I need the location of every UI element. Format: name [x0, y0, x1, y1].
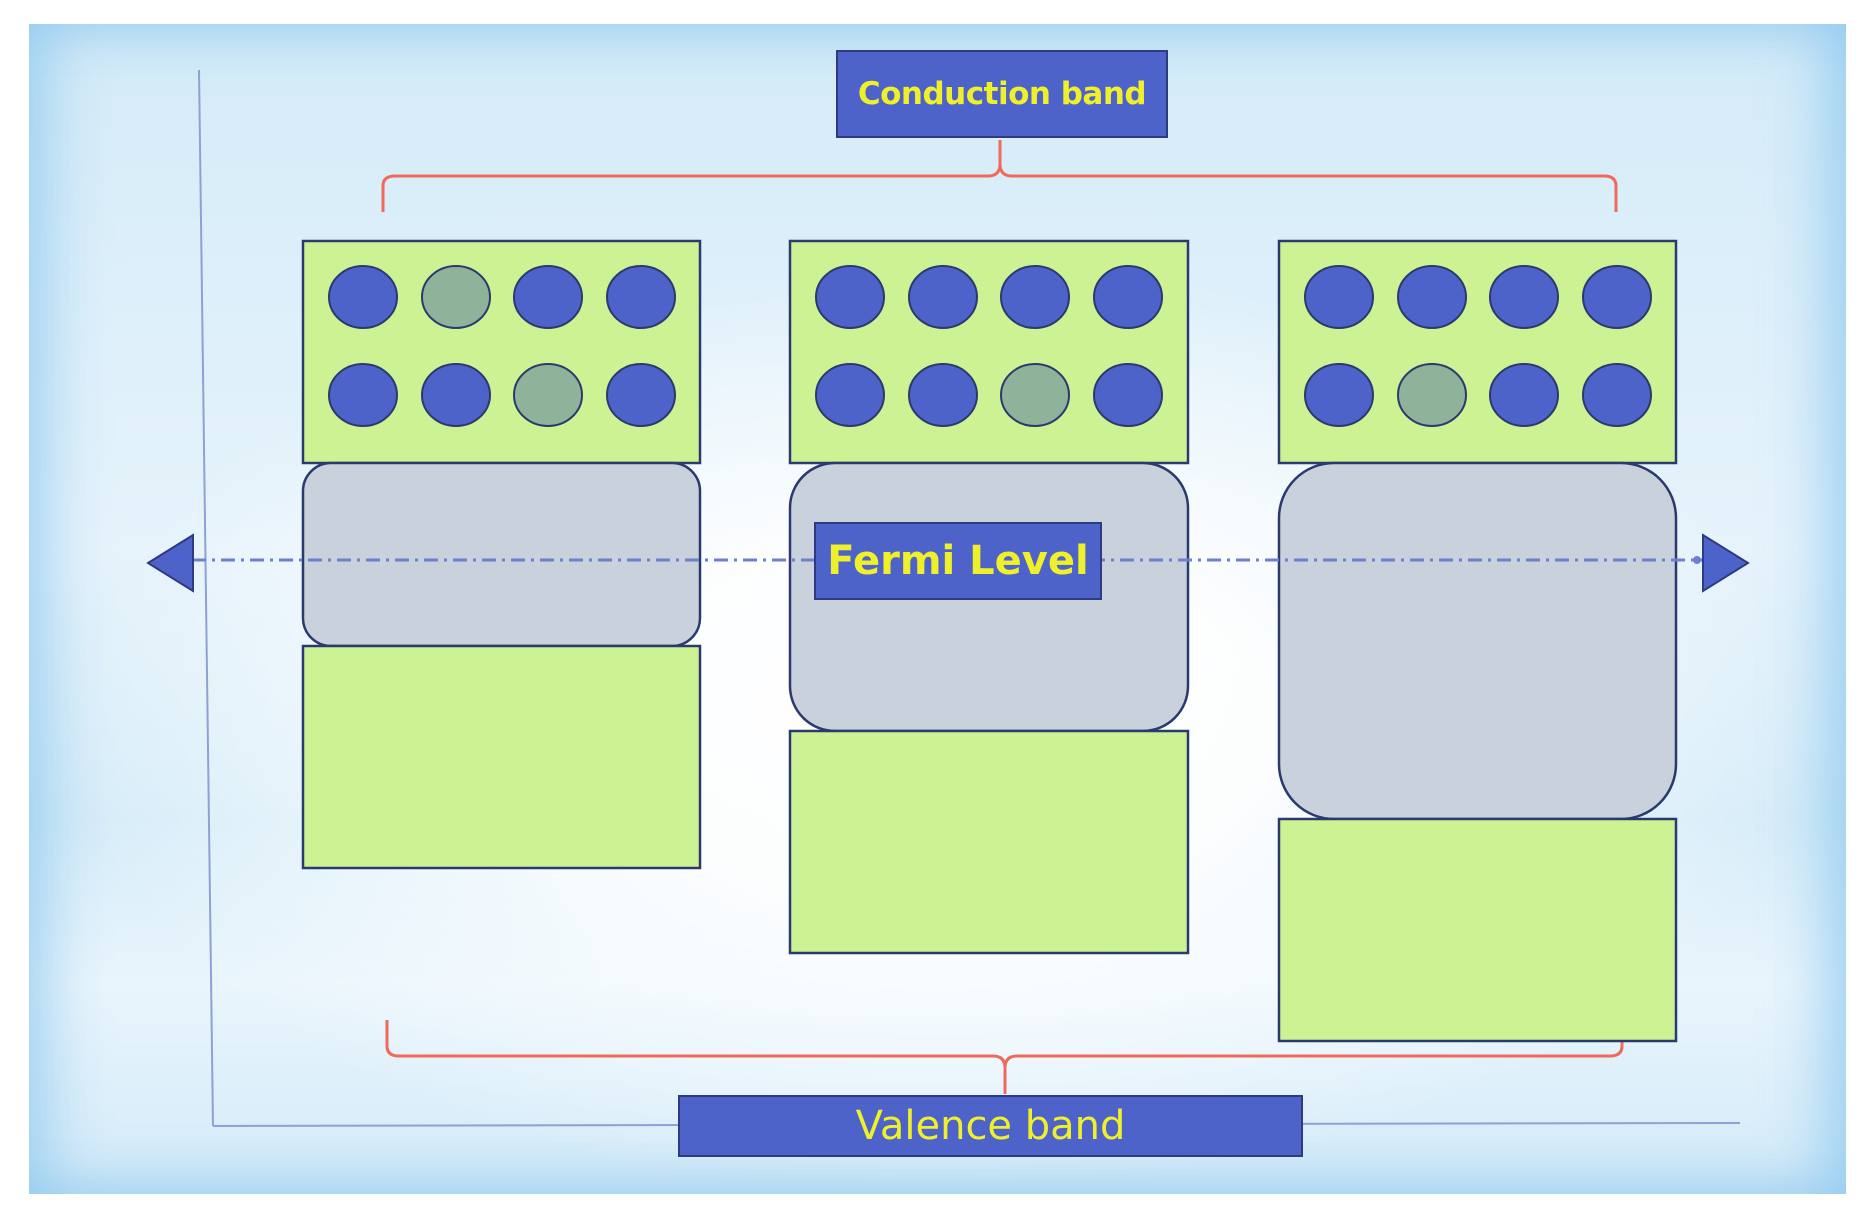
electron-circle: [1093, 363, 1163, 427]
electron-circle: [1489, 363, 1559, 427]
electron-circle: [606, 265, 676, 329]
band-gap-3: [1277, 461, 1678, 821]
valence-band-block-1: [301, 644, 702, 870]
band-gap-1: [301, 461, 702, 648]
electron-circle: [815, 363, 885, 427]
valence-band-block-3: [1277, 817, 1678, 1043]
fermi-end-dot: [1693, 556, 1701, 564]
electron-circle: [815, 265, 885, 329]
electron-circle: [1304, 265, 1374, 329]
electron-circle: [421, 363, 491, 427]
right-arrow-icon: [1702, 533, 1750, 593]
electron-circle: [606, 363, 676, 427]
conduction-band-label: Conduction band: [836, 50, 1168, 138]
electron-circle: [1000, 265, 1070, 329]
column-3: [1277, 239, 1678, 1043]
electron-circle: [513, 265, 583, 329]
fermi-level-label: Fermi Level: [814, 522, 1102, 600]
valence-band-block-2: [788, 729, 1190, 955]
column-1: [301, 239, 702, 870]
electron-grid-1: [328, 265, 676, 427]
electron-circle: [328, 265, 398, 329]
fermi-level-text: Fermi Level: [827, 538, 1089, 584]
electron-circle: [1582, 363, 1652, 427]
electron-grid-3: [1304, 265, 1652, 427]
electron-circle: [1304, 363, 1374, 427]
valence-band-text: Valence band: [855, 1103, 1126, 1149]
energy-axis: [198, 69, 214, 1127]
valence-band-bracket: [385, 1020, 1624, 1094]
vacancy-circle: [513, 363, 583, 427]
conduction-band-text: Conduction band: [857, 76, 1147, 112]
left-arrow-icon: [146, 533, 194, 593]
valence-band-label: Valence band: [678, 1095, 1303, 1157]
electron-circle: [328, 363, 398, 427]
electron-circle: [908, 363, 978, 427]
electron-circle: [1397, 265, 1467, 329]
vacancy-circle: [421, 265, 491, 329]
vacancy-circle: [1397, 363, 1467, 427]
electron-circle: [1093, 265, 1163, 329]
electron-circle: [1489, 265, 1559, 329]
electron-circle: [908, 265, 978, 329]
electron-grid-2: [815, 265, 1163, 427]
vacancy-circle: [1000, 363, 1070, 427]
electron-circle: [1582, 265, 1652, 329]
conduction-band-bracket: [381, 140, 1618, 212]
